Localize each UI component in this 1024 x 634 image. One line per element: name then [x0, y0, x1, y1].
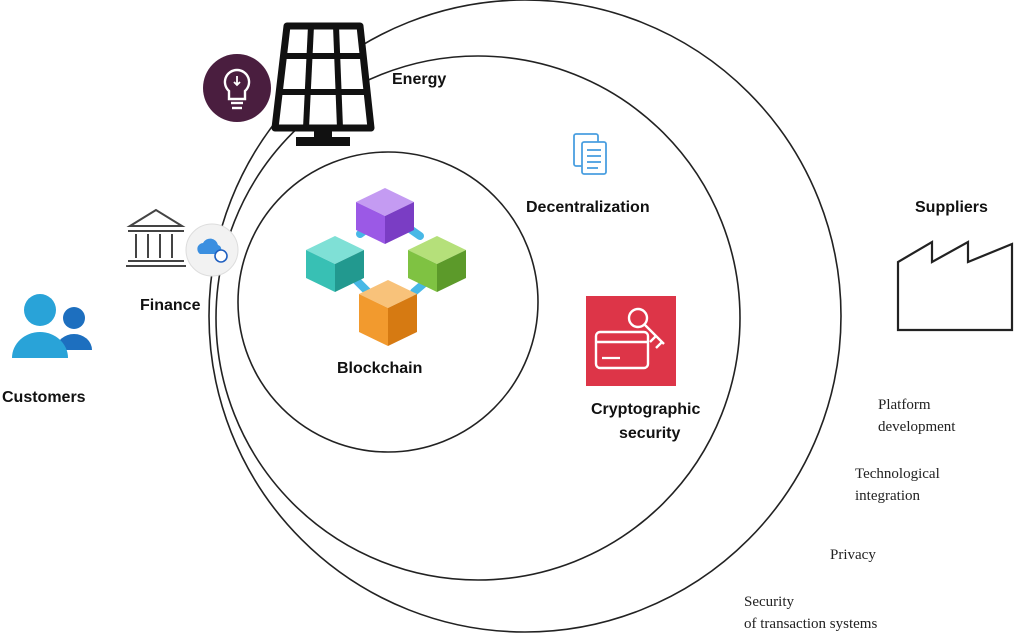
platform-label-line1: Platform — [878, 397, 931, 413]
tech-label-line2: integration — [855, 488, 920, 504]
platform-label-line2: development — [878, 419, 956, 435]
middle-circle — [215, 55, 741, 581]
tech-label-line1: Technological — [855, 466, 940, 482]
outer-circle — [208, 0, 842, 633]
blockchain-cubes-icon — [306, 188, 466, 346]
energy-label: Energy — [392, 71, 446, 88]
document-stack-icon — [573, 133, 607, 175]
factory-icon — [896, 240, 1014, 332]
finance-label: Finance — [140, 297, 201, 314]
inner-circle — [237, 151, 539, 453]
privacy-label: Privacy — [830, 547, 876, 563]
cloud-sync-icon — [185, 223, 239, 277]
crypto-label-line2: security — [619, 425, 680, 442]
suppliers-label: Suppliers — [915, 199, 988, 216]
bank-icon — [126, 208, 186, 267]
card-key-icon — [586, 296, 676, 386]
crypto-label-line1: Cryptographic — [591, 401, 700, 418]
security-label-line1: Security — [744, 594, 794, 610]
users-icon — [12, 294, 92, 358]
lightbulb-icon — [203, 54, 271, 122]
security-label-line2: of transaction systems — [744, 616, 877, 632]
solar-panel-icon — [271, 22, 375, 146]
blockchain-label: Blockchain — [337, 360, 422, 377]
customers-label: Customers — [2, 389, 86, 406]
decentralization-label: Decentralization — [526, 199, 650, 216]
